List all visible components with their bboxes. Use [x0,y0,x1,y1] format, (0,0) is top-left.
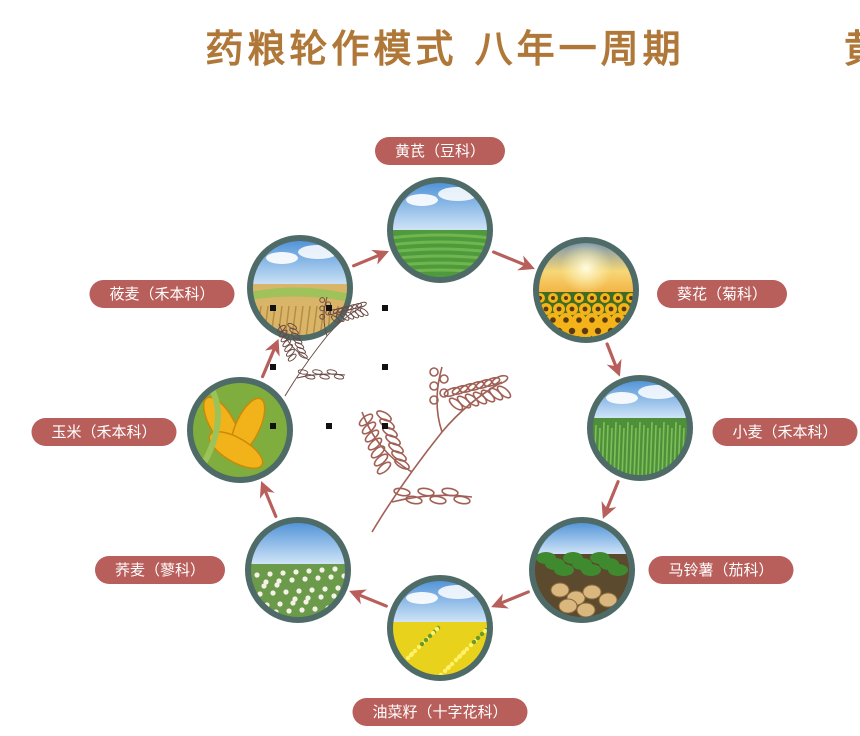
arrow-youmai-to-huangqi [351,249,390,268]
xiaomai-ring [587,375,693,481]
crop-node-youmai [247,235,353,341]
center-illustration [270,296,512,533]
crop-label-qiaomai: 荞麦（蓼科） [94,556,226,584]
resize-handle-1[interactable] [270,305,276,311]
youcaizi-photo [390,578,490,678]
crop-label-kuihua: 葵花（菊科） [656,280,788,308]
diagram-title: 药粮轮作模式 八年一周期 [205,27,685,71]
crop-node-yumi [187,377,293,483]
arrow-malingshu-to-youcaizi [491,590,530,609]
arrow-youcaizi-to-qiaomai [349,589,388,608]
arrow-xiaomai-to-malingshu [601,480,620,519]
kuihua-ring [533,237,639,343]
arrow-yumi-to-youmai [260,338,280,379]
rotation-arrows [259,249,622,609]
crop-node-malingshu [529,517,635,623]
astragalus-sprig-main [358,366,512,533]
resize-handle-8[interactable] [382,423,388,429]
crop-node-youcaizi [387,575,493,681]
malingshu-photo [532,520,632,620]
resize-handle-4[interactable] [270,364,276,370]
crop-label-youmai: 莜麦（禾本科） [89,280,235,308]
resize-handle-2[interactable] [326,305,332,311]
resize-handle-6[interactable] [270,423,276,429]
crop-label-huangqi: 黄芪（豆科） [374,137,506,165]
crop-label-malingshu: 马铃薯（茄科） [648,556,794,584]
crop-node-kuihua [533,237,639,343]
arrow-huangqi-to-kuihua [492,250,535,271]
yumi-ring [187,377,293,483]
crop-label-youcaizi: 油菜籽（十字花科） [352,698,528,726]
arrow-qiaomai-to-yumi [259,480,278,519]
crop-label-xiaomai: 小麦（禾本科） [712,418,858,446]
resize-handle-3[interactable] [382,305,388,311]
resize-handle-5[interactable] [382,364,388,370]
selection-handles[interactable] [270,305,388,429]
qiaomai-ring [245,517,351,623]
crop-label-yumi: 玉米（禾本科） [31,418,177,446]
youcaizi-ring [387,575,493,681]
arrow-kuihua-to-xiaomai [605,342,622,377]
crop-node-xiaomai [587,375,693,481]
astragalus-sprig-selected [277,296,369,397]
crop-node-huangqi [387,177,493,283]
crop-node-qiaomai [245,517,351,623]
resize-handle-7[interactable] [326,423,332,429]
malingshu-ring [529,517,635,623]
huangqi-ring [387,177,493,283]
title-overflow-text: 黄 [844,18,860,73]
